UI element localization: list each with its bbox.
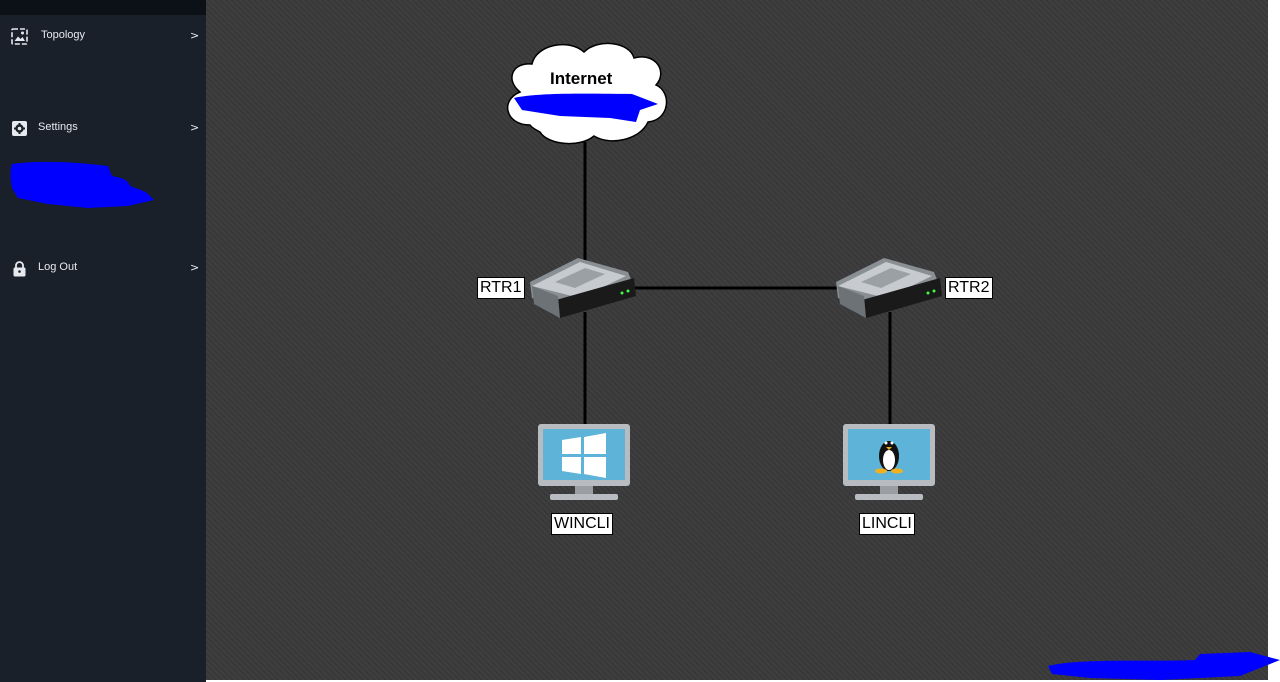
sidebar-item-label: Log Out — [38, 261, 78, 273]
sidebar-item-settings[interactable]: Settings > — [0, 114, 206, 144]
linux-monitor-icon[interactable] — [843, 424, 935, 500]
canvas-edge — [206, 680, 1280, 682]
topology-image-icon — [11, 28, 28, 45]
cloud-label: Internet — [550, 69, 613, 88]
sidebar-item-label: Topology — [41, 29, 86, 41]
sidebar: Topology > Settings > — [0, 0, 206, 682]
windows-monitor-icon[interactable] — [538, 424, 630, 500]
router-label[interactable]: RTR1 — [477, 277, 525, 299]
sidebar-header-bar — [0, 0, 206, 15]
sidebar-item-label: Settings — [38, 121, 78, 133]
chevron-right-icon: > — [190, 261, 200, 274]
client-label[interactable]: WINCLI — [551, 513, 613, 535]
client-label[interactable]: LINCLI — [859, 513, 915, 535]
sidebar-item-log-out[interactable]: Log Out > — [0, 254, 206, 284]
redaction-mark — [1048, 652, 1280, 680]
canvas-edge — [1268, 0, 1280, 682]
cloud-icon[interactable] — [506, 42, 668, 145]
gear-icon — [11, 120, 28, 137]
sidebar-item-topology[interactable]: Topology > — [0, 22, 206, 52]
chevron-right-icon: > — [190, 29, 200, 42]
redaction-mark — [514, 93, 658, 122]
router-icon[interactable] — [836, 258, 942, 318]
router-icon[interactable] — [530, 258, 636, 318]
topology-canvas[interactable] — [206, 0, 1268, 680]
chevron-right-icon: > — [190, 121, 200, 134]
redaction-mark — [10, 161, 154, 208]
lock-icon — [11, 260, 28, 277]
router-label[interactable]: RTR2 — [945, 277, 993, 299]
